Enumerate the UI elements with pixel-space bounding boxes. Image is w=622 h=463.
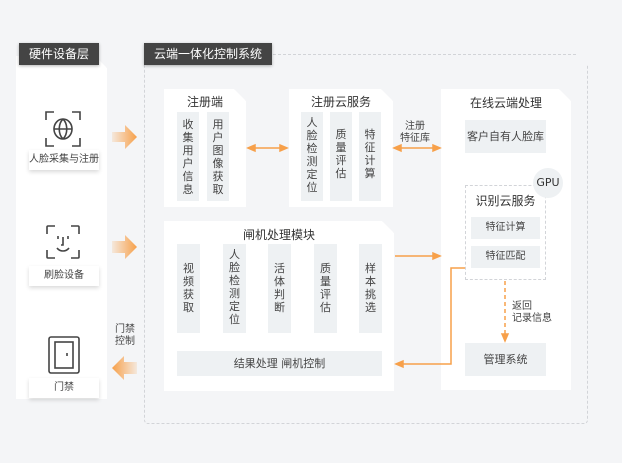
cloud-to-door-arrow <box>112 356 137 380</box>
gate-result-control-bar: 结果处理 闸机控制 <box>177 351 382 376</box>
register-cloud-column: 质量评估 <box>330 112 352 201</box>
door-icon <box>48 336 80 374</box>
register-cloud-title: 注册云服务 <box>310 95 371 109</box>
door-control-label: 门禁 控制 <box>115 324 135 347</box>
recognition-cloud-frame <box>465 185 546 280</box>
management-system: 管理系统 <box>465 343 546 376</box>
register-feature-db-label: 注册 特征库 <box>400 121 430 144</box>
recognition-item: 特征计算 <box>471 217 540 239</box>
recognition-cloud-title: 识别云服务 <box>475 194 536 208</box>
face-scan-globe-icon <box>44 110 82 148</box>
device-label-face-device: 刷脸设备 <box>29 266 99 286</box>
register-client-title: 注册端 <box>186 95 223 109</box>
hardware-layer-title: 硬件设备层 <box>19 43 100 65</box>
gate-module-column: 样本挑选 <box>359 244 382 333</box>
hardware-to-cloud-arrow <box>112 235 137 259</box>
gpu-badge: GPU <box>533 168 563 198</box>
customer-face-db: 客户自有人脸库 <box>465 120 546 153</box>
gate-module-title: 闸机处理模块 <box>242 228 315 242</box>
hardware-to-cloud-arrow <box>112 125 137 149</box>
gate-module-column: 活体判断 <box>268 244 291 333</box>
return-record-label: 返回 记录信息 <box>512 301 552 324</box>
gate-module-column: 质量评估 <box>314 244 337 333</box>
register-cloud-column: 人脸检测定位 <box>301 112 323 201</box>
online-cloud-title: 在线云端处理 <box>469 96 542 110</box>
face-smile-scan-icon <box>45 224 81 260</box>
recognition-item: 特征匹配 <box>471 246 540 268</box>
register-client-column: 用户图像获取 <box>207 112 229 201</box>
gate-module-column: 视频获取 <box>177 244 200 333</box>
cloud-system-frame <box>144 54 588 424</box>
device-label-door: 门禁 <box>29 378 99 398</box>
cloud-system-title: 云端一体化控制系统 <box>144 43 273 65</box>
register-client-column: 收集用户信息 <box>177 112 199 201</box>
gate-module-column: 人脸检测定位 <box>223 244 246 333</box>
device-label-face-register: 人脸采集与注册 <box>29 150 99 170</box>
register-cloud-column: 特征计算 <box>359 112 381 201</box>
